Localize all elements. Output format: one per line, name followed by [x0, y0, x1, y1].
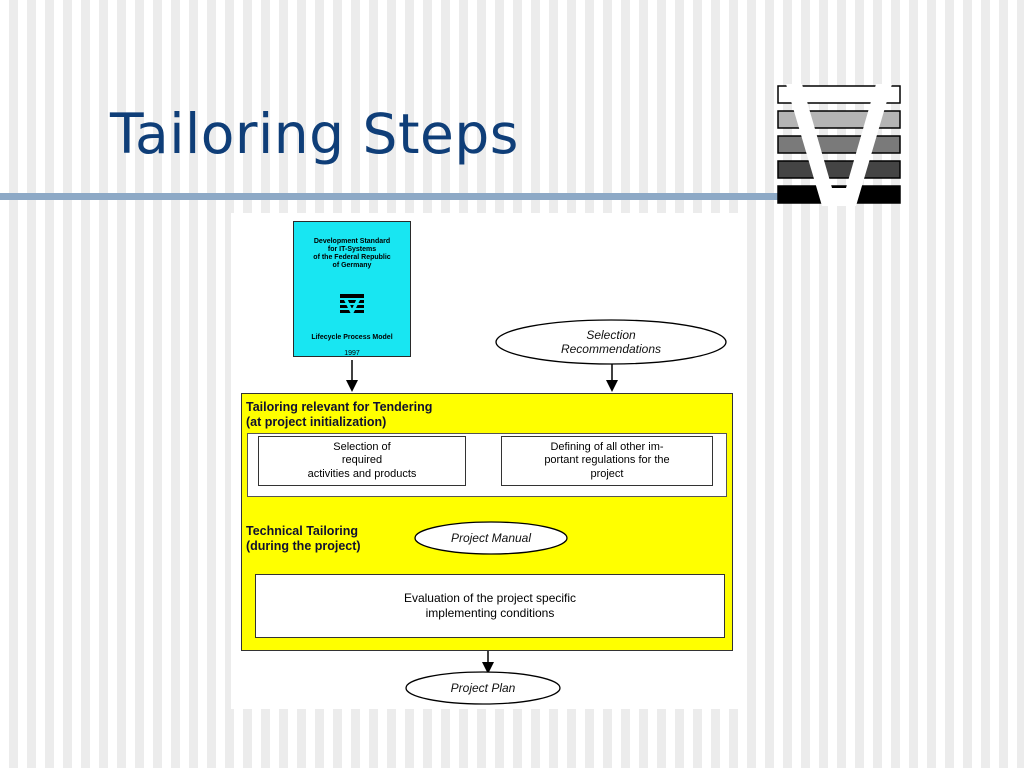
title-underline — [0, 193, 790, 200]
v-model-logo — [777, 84, 901, 206]
v-model-mini-icon — [340, 294, 364, 316]
selection-ellipse — [495, 319, 727, 365]
book-model: Lifecycle Process Model — [311, 334, 393, 341]
book-year: 1997 — [344, 350, 360, 357]
selection-recommendations-label: Selection Recommendations — [560, 328, 662, 356]
regulations-box: Defining of all other im- portant regula… — [501, 436, 713, 486]
tailoring-diagram: Development Standard for IT-Systems of t… — [231, 213, 744, 709]
book-title: Development Standard for IT-Systems of t… — [313, 238, 391, 269]
evaluation-box: Evaluation of the project specific imple… — [255, 574, 725, 638]
v-model-standard-book: Development Standard for IT-Systems of t… — [293, 221, 411, 357]
tendering-heading: Tailoring relevant for Tendering (at pro… — [246, 400, 433, 429]
project-plan-ellipse — [405, 671, 561, 705]
project-plan-label: Project Plan — [450, 681, 516, 695]
technical-heading: Technical Tailoring (during the project) — [246, 524, 361, 553]
selection-activities-box: Selection of required activities and pro… — [258, 436, 466, 486]
slide-title: Tailoring Steps — [110, 102, 519, 166]
project-manual-ellipse — [414, 521, 568, 555]
project-manual-label: Project Manual — [450, 531, 532, 545]
